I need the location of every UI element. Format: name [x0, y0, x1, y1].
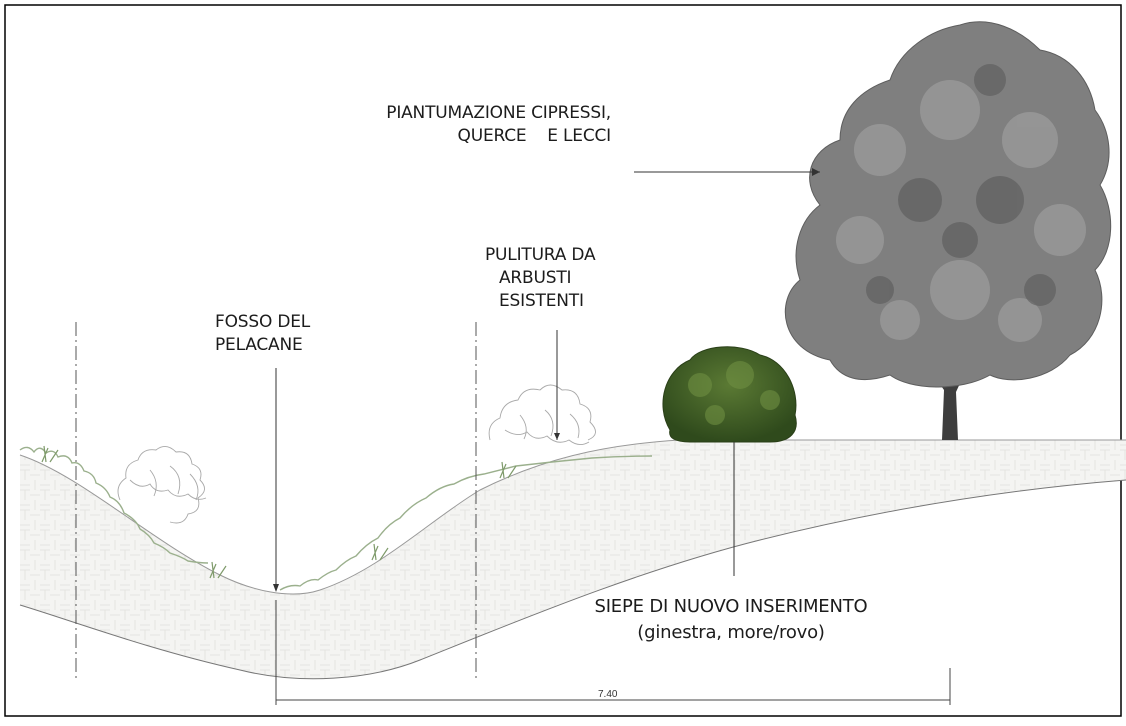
grass-tufts	[41, 445, 517, 579]
label-hedge-line2: (ginestra, more/rovo)	[637, 622, 825, 643]
tree-illustration	[784, 21, 1112, 440]
dimension-value: 7.40	[598, 689, 618, 700]
bush-illustration	[662, 346, 797, 443]
label-hedge-line1: SIEPE DI NUOVO INSERIMENTO	[594, 596, 868, 617]
label-ditch-line2: PELACANE	[215, 335, 303, 355]
label-hedge: SIEPE DI NUOVO INSERIMENTO (ginestra, mo…	[566, 594, 896, 646]
dimension-line: 7.40	[275, 600, 951, 705]
label-cleaning-line1: PULITURA DA	[485, 245, 596, 265]
slope-vegetation	[19, 446, 653, 591]
label-cleaning: PULITURA DA ARBUSTI ESISTENTI	[485, 244, 596, 313]
leader-trees-arrow	[812, 168, 820, 176]
label-trees-line1: PIANTUMAZIONE CIPRESSI,	[386, 103, 611, 123]
leader-ditch-arrow	[273, 584, 279, 592]
lower-profile-line	[19, 479, 1126, 680]
shrub-sketches	[117, 384, 596, 524]
label-trees: PIANTUMAZIONE CIPRESSI, QUERCE E LECCI	[300, 102, 611, 148]
ground-surface-line	[19, 439, 1126, 595]
label-trees-line2: QUERCE E LECCI	[457, 126, 612, 146]
label-cleaning-line2: ARBUSTI	[499, 268, 572, 288]
frame-border	[4, 4, 1122, 717]
label-ditch: FOSSO DEL PELACANE	[215, 311, 310, 357]
ground-section	[20, 440, 1126, 679]
label-ditch-line1: FOSSO DEL	[215, 312, 311, 332]
leader-cleaning-arrow	[554, 433, 560, 440]
label-cleaning-line3: ESISTENTI	[499, 291, 584, 311]
